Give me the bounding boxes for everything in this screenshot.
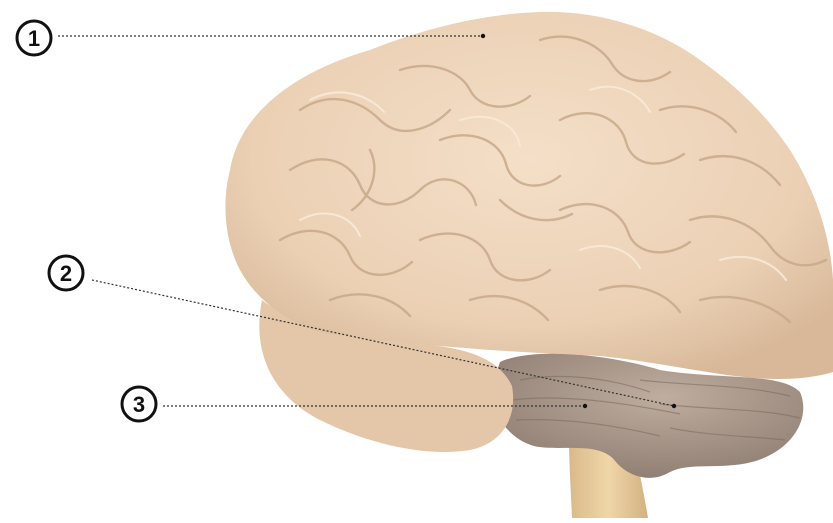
callout-2: 2 [49, 256, 83, 290]
marker-1 [481, 34, 485, 38]
marker-2 [672, 404, 676, 408]
cerebrum-shape [225, 12, 833, 379]
callout-1: 1 [17, 21, 51, 55]
callout-1-label: 1 [28, 26, 40, 51]
marker-3 [583, 404, 587, 408]
callout-3-label: 3 [133, 392, 145, 417]
callout-2-label: 2 [60, 261, 72, 286]
callout-3: 3 [122, 387, 156, 421]
